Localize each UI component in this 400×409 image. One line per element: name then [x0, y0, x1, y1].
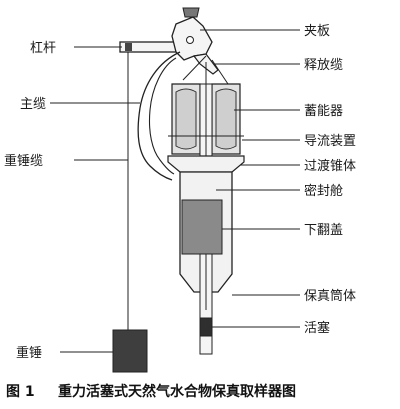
label-lever: 杠杆 [30, 40, 56, 56]
hammer-weight [112, 329, 148, 373]
label-weight-cable: 重锤缆 [4, 153, 43, 169]
lower-tube [199, 253, 213, 355]
transition-cone [167, 155, 245, 173]
accumulator-right [211, 83, 241, 155]
label-hammer: 重锤 [16, 345, 42, 361]
label-transition-cone: 过渡锥体 [304, 158, 356, 174]
accumulator-left [171, 83, 201, 155]
caption-title: 重力活塞式天然气水合物保真取样器图 [58, 383, 296, 400]
label-release-cable: 释放缆 [304, 57, 343, 73]
lever [119, 41, 183, 53]
piston [199, 317, 213, 337]
label-pressure-cylinder: 保真筒体 [304, 288, 356, 304]
label-piston: 活塞 [304, 320, 330, 336]
main-cable [137, 51, 181, 181]
label-clamp-plate: 夹板 [304, 24, 330, 39]
caption-figure-no: 图 1 [6, 384, 35, 400]
label-seal-chamber: 密封舱 [304, 183, 343, 199]
leader-lines [50, 29, 300, 353]
flow-guide [168, 83, 244, 157]
label-lower-flip-cover: 下翻盖 [304, 223, 343, 238]
lower-flip-cover [181, 199, 223, 255]
label-main-cable: 主缆 [20, 96, 46, 112]
label-accumulator: 蓄能器 [304, 104, 343, 119]
clamp-plate [171, 7, 219, 75]
label-flow-guide: 导流装置 [304, 134, 356, 149]
